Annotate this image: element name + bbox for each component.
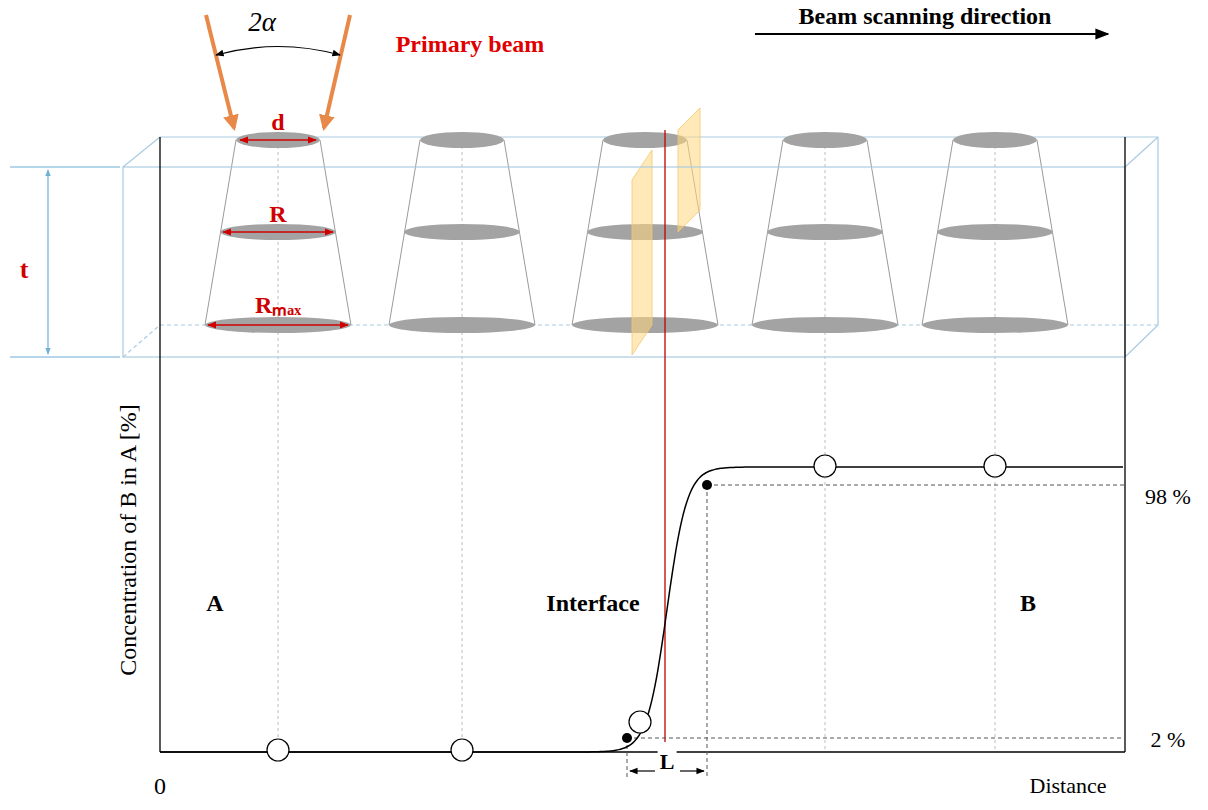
dimension-label: Rₘₐₓ xyxy=(255,293,301,317)
graph-axes xyxy=(160,137,1125,752)
direction-label: Beam scanning direction xyxy=(799,4,1052,28)
interaction-volume xyxy=(922,132,1068,333)
axis-title: Concentration of B in A [%] xyxy=(116,404,140,675)
interaction-volume xyxy=(752,132,898,333)
sample-front-face xyxy=(123,167,1125,357)
dimension-label: d xyxy=(271,110,284,134)
width-label: L xyxy=(658,751,677,773)
thickness-label: t xyxy=(20,257,29,283)
concentration-curve xyxy=(160,467,1123,752)
dimension-arrows xyxy=(208,140,348,325)
sample-box xyxy=(123,137,1158,357)
dimension-label: R xyxy=(269,202,286,226)
region-label: B xyxy=(1020,591,1036,615)
angle-arc xyxy=(216,47,340,56)
level-label: 2 % xyxy=(1151,729,1186,751)
interaction-volume xyxy=(389,132,535,333)
axis-title: Distance xyxy=(1030,775,1107,797)
guide-lines xyxy=(278,140,995,750)
interface-plane xyxy=(632,108,700,355)
thickness-dimension xyxy=(10,167,120,357)
angle-label: 2α xyxy=(248,9,276,36)
region-label: A xyxy=(206,591,223,615)
level-lines xyxy=(627,485,1125,778)
interface-line xyxy=(664,130,665,742)
measurement-points xyxy=(267,455,1006,761)
interaction-volume xyxy=(205,132,351,333)
axis-tick: 0 xyxy=(154,774,166,798)
level-label: 98 % xyxy=(1145,486,1191,508)
beam-label: Primary beam xyxy=(396,32,545,56)
region-label: Interface xyxy=(546,591,639,615)
scan-arrow xyxy=(755,33,1108,35)
